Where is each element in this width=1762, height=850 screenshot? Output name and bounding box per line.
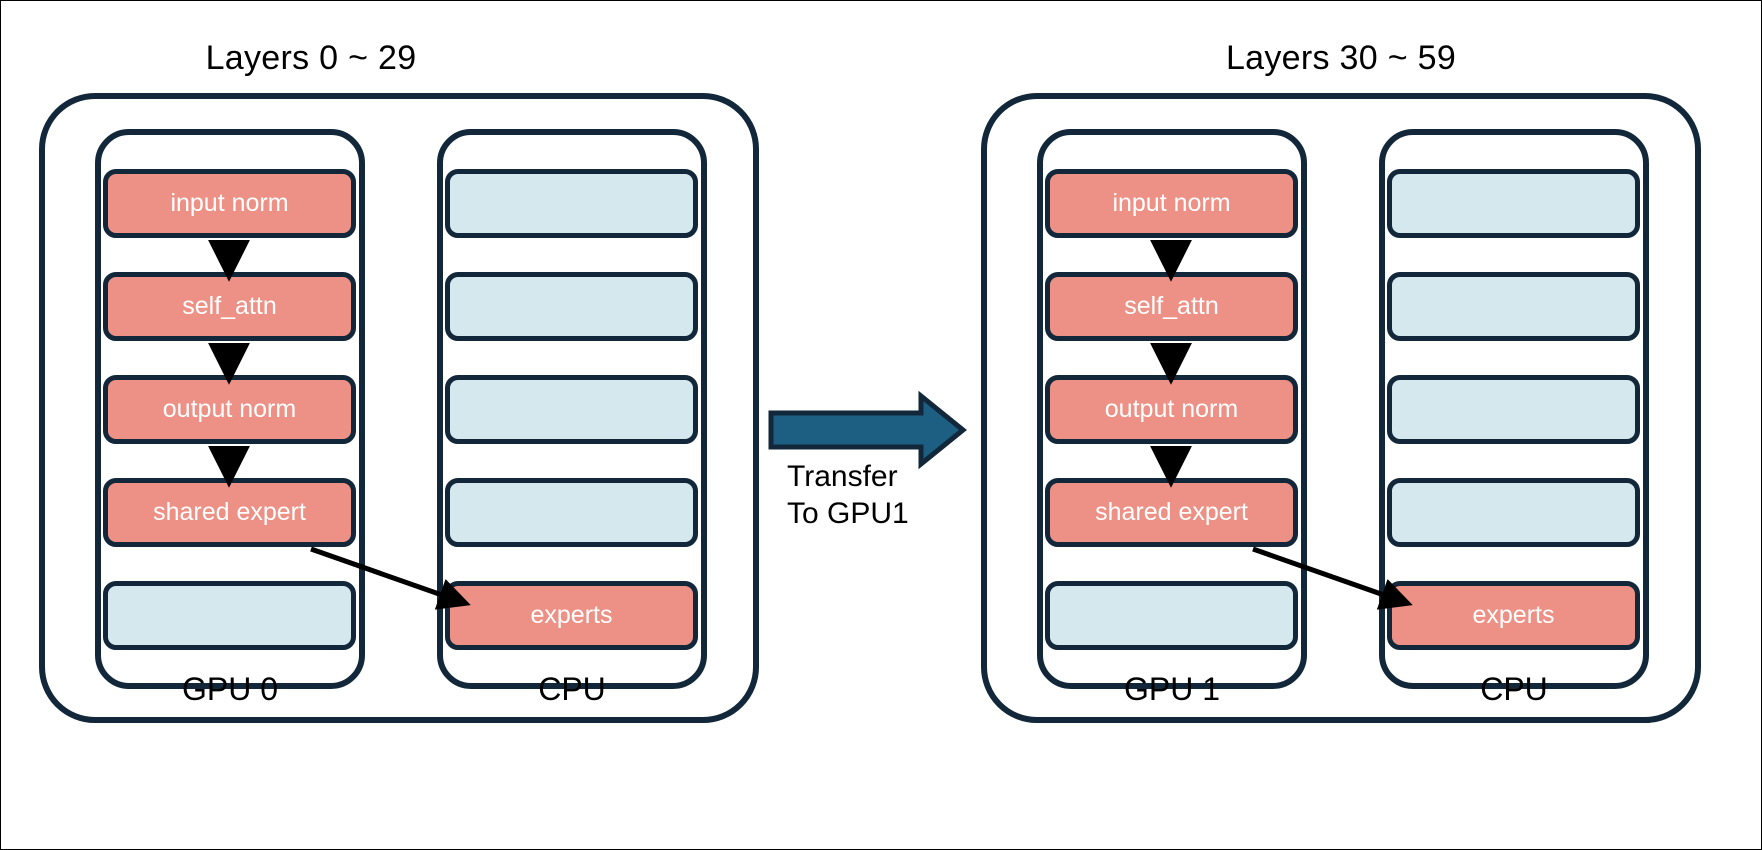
device-label-gpu0: GPU 0 bbox=[181, 671, 279, 707]
block-label: output norm bbox=[1104, 395, 1239, 423]
device-label-cpu0: CPU bbox=[538, 671, 606, 707]
block-cpu1-slot-1[interactable] bbox=[1387, 169, 1640, 238]
block-cpu0-experts[interactable]: experts bbox=[445, 581, 698, 650]
block-gpu0-input-norm[interactable]: input norm bbox=[103, 169, 356, 238]
block-label: input norm bbox=[170, 189, 289, 217]
transfer-arrow bbox=[768, 390, 967, 470]
block-cpu0-slot-4[interactable] bbox=[445, 478, 698, 547]
transfer-label-line1: Transfer bbox=[787, 460, 898, 493]
block-gpu1-self-attn[interactable]: self_attn bbox=[1045, 272, 1298, 341]
block-label: experts bbox=[1472, 601, 1555, 629]
block-label: self_attn bbox=[182, 292, 277, 320]
transfer-label: Transfer To GPU1 bbox=[787, 459, 909, 532]
block-label: experts bbox=[530, 601, 613, 629]
block-gpu1-slot-5[interactable] bbox=[1045, 581, 1298, 650]
block-cpu1-slot-3[interactable] bbox=[1387, 375, 1640, 444]
block-gpu0-output-norm[interactable]: output norm bbox=[103, 375, 356, 444]
block-cpu0-slot-3[interactable] bbox=[445, 375, 698, 444]
block-gpu1-output-norm[interactable]: output norm bbox=[1045, 375, 1298, 444]
block-cpu0-slot-2[interactable] bbox=[445, 272, 698, 341]
block-cpu0-slot-1[interactable] bbox=[445, 169, 698, 238]
block-gpu1-input-norm[interactable]: input norm bbox=[1045, 169, 1298, 238]
device-label-cpu1: CPU bbox=[1480, 671, 1548, 707]
block-label: input norm bbox=[1112, 189, 1231, 217]
device-label-gpu1: GPU 1 bbox=[1123, 671, 1221, 707]
block-gpu0-self-attn[interactable]: self_attn bbox=[103, 272, 356, 341]
block-cpu1-slot-4[interactable] bbox=[1387, 478, 1640, 547]
group-title-right: Layers 30 ~ 59 bbox=[1225, 39, 1457, 77]
block-gpu1-shared-expert[interactable]: shared expert bbox=[1045, 478, 1298, 547]
block-cpu1-slot-2[interactable] bbox=[1387, 272, 1640, 341]
transfer-label-line2: To GPU1 bbox=[787, 496, 909, 530]
block-label: shared expert bbox=[1095, 498, 1248, 526]
block-cpu1-experts[interactable]: experts bbox=[1387, 581, 1640, 650]
block-gpu0-shared-expert[interactable]: shared expert bbox=[103, 478, 356, 547]
group-title-left: Layers 0 ~ 29 bbox=[205, 39, 417, 77]
block-label: self_attn bbox=[1124, 292, 1219, 320]
block-label: shared expert bbox=[153, 498, 306, 526]
block-gpu0-slot-5[interactable] bbox=[103, 581, 356, 650]
block-label: output norm bbox=[162, 395, 297, 423]
